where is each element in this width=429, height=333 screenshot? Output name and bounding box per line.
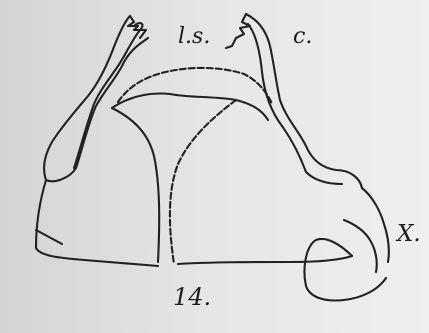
label-ls: l.s. xyxy=(178,26,210,48)
central-dome-inner xyxy=(112,94,268,120)
right-lobe-base xyxy=(178,256,352,264)
left-lobe-outline xyxy=(112,108,159,262)
label-x: X. xyxy=(397,223,421,246)
left-lobe-inner-line xyxy=(36,230,62,244)
central-dome-outline xyxy=(118,68,272,104)
left-lobe-base xyxy=(36,180,158,266)
left-process-inner xyxy=(74,23,142,168)
right-lobe-outline xyxy=(170,100,236,264)
x-region-inner xyxy=(344,220,377,272)
figure-number: 14. xyxy=(173,285,211,309)
label-c: c. xyxy=(293,26,312,48)
right-claw-tip xyxy=(226,14,250,48)
